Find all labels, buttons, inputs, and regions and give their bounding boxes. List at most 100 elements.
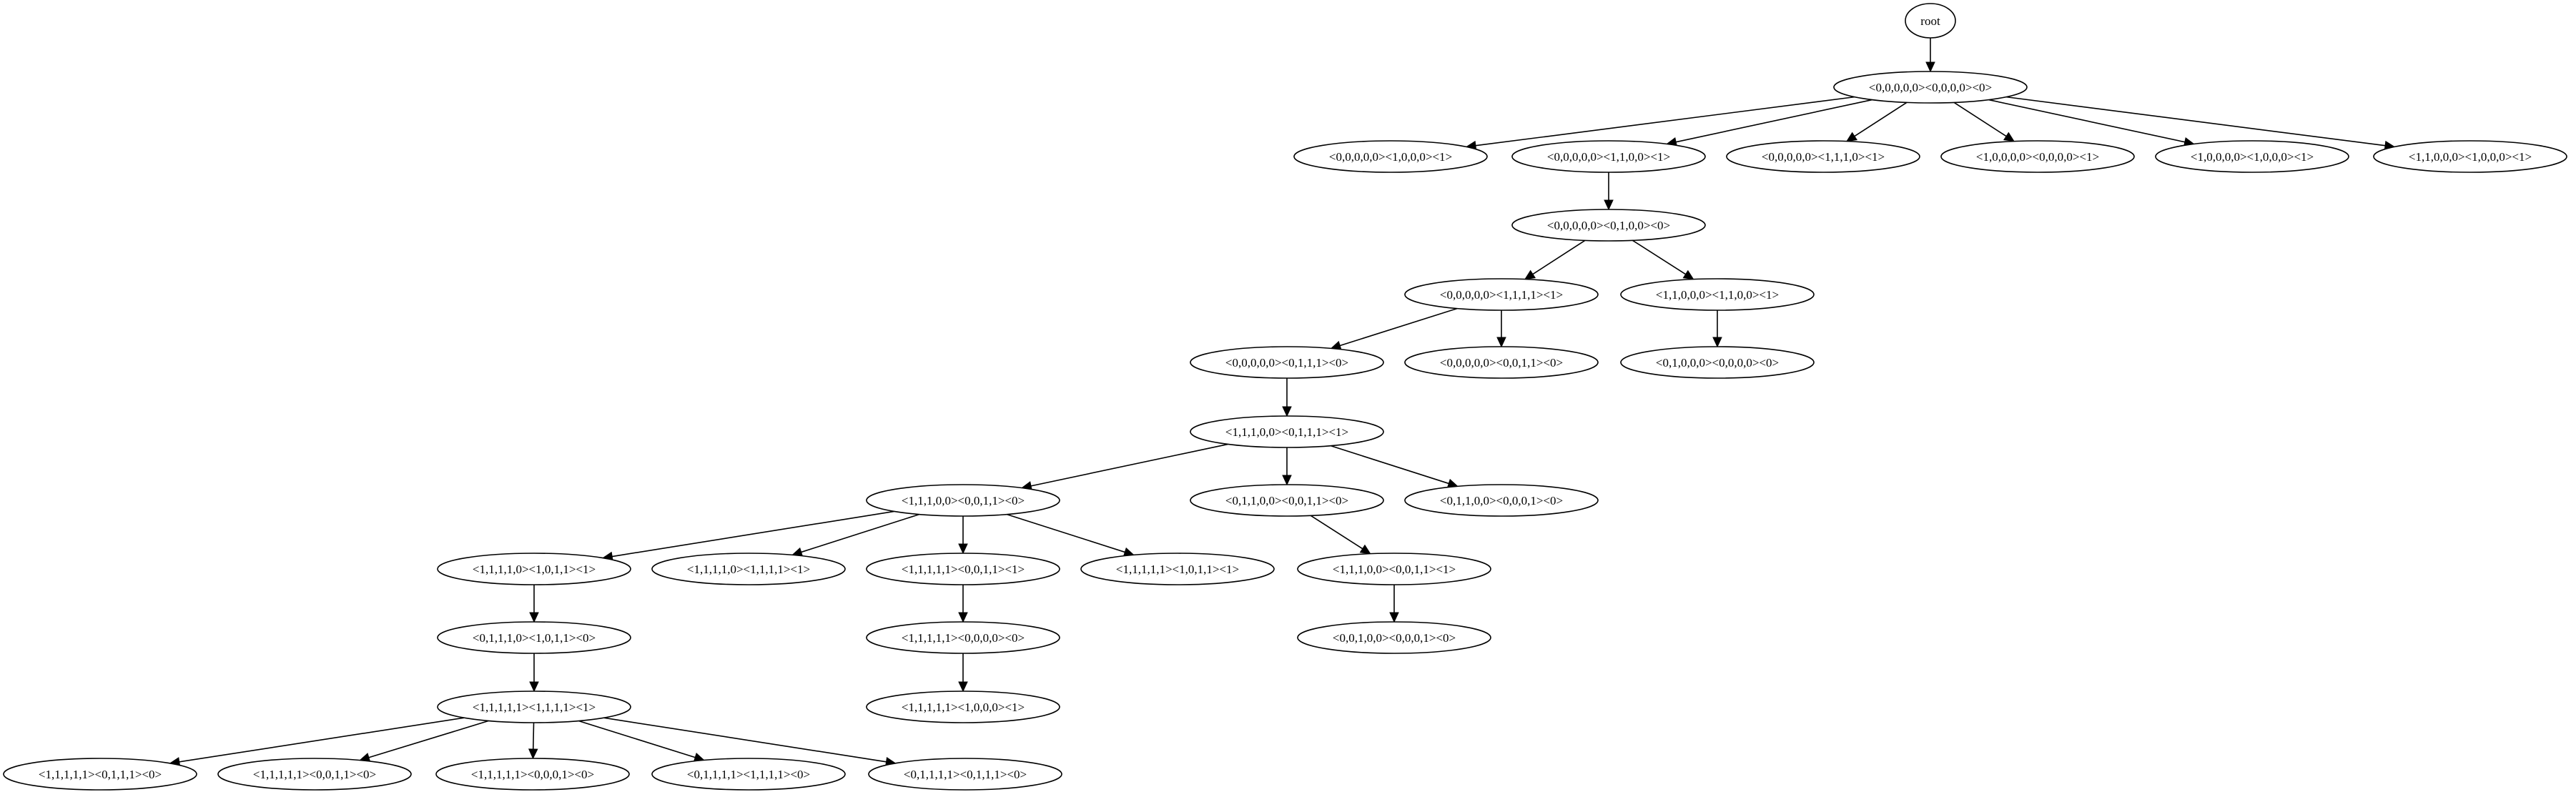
node-ellipse: [868, 758, 1062, 791]
tree-node-n2b: <0,0,0,0,0><1,1,0,0><1>: [1511, 140, 1706, 173]
edge-n1-n2a: [1475, 96, 1855, 147]
arrowhead-n6-n7b: [1282, 475, 1292, 486]
edge-n3-n4b: [1632, 239, 1687, 275]
arrowhead-n2b-n3: [1604, 199, 1614, 211]
tree-node-n11c: <1,1,1,1,1><0,0,0,1><0>: [435, 758, 630, 791]
edge-n6-n7c: [1331, 445, 1449, 485]
node-ellipse: [1190, 346, 1384, 379]
tree-node-root: root: [1905, 3, 1956, 39]
arrowhead-n1-n2d: [2003, 132, 2015, 142]
edge-n4a-n5a: [1339, 307, 1458, 347]
node-label: <0,0,0,0,0><0,1,1,1><0>: [1225, 356, 1348, 370]
node-label: <1,1,1,1,1><1,0,0,0><1>: [902, 701, 1025, 714]
edge-n7a-n8d: [1007, 513, 1125, 553]
node-ellipse: [651, 758, 846, 791]
tree-node-n8d: <1,1,1,1,1><1,0,1,1><1>: [1080, 553, 1275, 585]
node-ellipse: [437, 621, 631, 654]
node-ellipse: [437, 553, 631, 585]
node-ellipse: [1190, 484, 1384, 517]
tree-node-n9b: <1,1,1,1,1><0,0,0,0><0>: [866, 621, 1060, 654]
node-ellipse: [1404, 278, 1599, 311]
node-label: <1,1,0,0,0><1,1,0,0><1>: [1656, 288, 1779, 302]
node-label: <1,1,1,1,1><1,0,1,1><1>: [1116, 563, 1239, 576]
tree-node-n6: <1,1,1,0,0><0,1,1,1><1>: [1190, 415, 1384, 448]
node-ellipse: [1293, 140, 1488, 173]
edge-n10a-n11d: [578, 720, 696, 758]
node-label: <1,1,1,1,0><1,1,1,1><1>: [687, 563, 810, 576]
edge-n1-n2c: [1854, 102, 1908, 137]
tree-node-n9a: <0,1,1,1,0><1,0,1,1><0>: [437, 621, 631, 654]
tree-node-n8b: <1,1,1,1,0><1,1,1,1><1>: [651, 553, 846, 585]
node-label: <0,0,0,0,0><1,1,1,1><1>: [1440, 288, 1563, 302]
node-ellipse: [3, 758, 197, 791]
tree-node-n5b: <0,0,0,0,0><0,0,1,1><0>: [1404, 346, 1599, 379]
node-label: <0,1,1,0,0><0,0,1,1><0>: [1225, 494, 1348, 508]
edge-n7a-n8a: [612, 510, 894, 558]
edge-n10a-n11a: [179, 717, 465, 763]
edge-n1-n2d: [1953, 102, 2007, 137]
node-ellipse: [1833, 71, 2028, 104]
node-ellipse: [1080, 553, 1275, 585]
node-label: <0,1,1,1,0><1,0,1,1><0>: [473, 631, 596, 645]
node-label: <1,1,1,1,1><0,0,1,1><1>: [902, 563, 1025, 576]
arrowhead-n4b-n5c: [1712, 337, 1722, 348]
node-label: <1,1,1,1,1><0,0,1,1><0>: [253, 768, 376, 781]
node-ellipse: [866, 621, 1060, 654]
node-ellipse: [1190, 415, 1384, 448]
tree-node-n11d: <0,1,1,1,1><1,1,1,1><0>: [651, 758, 846, 791]
arrowhead-n1-n2c: [1845, 132, 1858, 142]
tree-node-n8c: <1,1,1,1,1><0,0,1,1><1>: [866, 553, 1060, 585]
node-label: <1,1,1,1,1><1,1,1,1><1>: [473, 701, 596, 714]
edge-n1-n2b: [1675, 99, 1872, 143]
node-ellipse: [866, 484, 1060, 517]
node-label: <0,0,0,0,0><0,0,1,1><0>: [1440, 356, 1563, 370]
node-ellipse: [1511, 140, 1706, 173]
arrowhead-n8c-n9b: [958, 612, 968, 623]
node-ellipse: [1404, 346, 1599, 379]
node-label: <0,0,0,0,0><1,0,0,0><1>: [1329, 150, 1452, 164]
edge-n10a-n11c: [532, 722, 535, 750]
tree-node-n1: <0,0,0,0,0><0,0,0,0><0>: [1833, 71, 2028, 104]
tree-node-n8e: <1,1,1,0,0><0,0,1,1><1>: [1297, 553, 1491, 585]
tree-node-n10a: <1,1,1,1,1><1,1,1,1><1>: [437, 690, 631, 723]
tree-node-n2d: <1,0,0,0,0><0,0,0,0><1>: [1940, 140, 2135, 173]
node-label: <0,0,0,0,0><1,1,0,0><1>: [1547, 150, 1670, 164]
node-label: <1,1,1,0,0><0,0,1,1><0>: [902, 494, 1025, 508]
node-label: <0,1,1,1,1><1,1,1,1><0>: [687, 768, 810, 781]
node-ellipse: [1297, 553, 1491, 585]
tree-node-n10b: <1,1,1,1,1><1,0,0,0><1>: [866, 690, 1060, 723]
node-label: <0,1,1,1,1><0,1,1,1><0>: [904, 768, 1027, 781]
tree-node-n11b: <1,1,1,1,1><0,0,1,1><0>: [217, 758, 412, 791]
node-label: <0,0,0,0,0><1,1,1,0><1>: [1762, 150, 1885, 164]
node-label: <1,1,1,1,1><0,1,1,1><0>: [39, 768, 162, 781]
edge-n10a-n11e: [603, 717, 887, 763]
node-layer: root <0,0,0,0,0><0,0,0,0><0> <0,0,0,0,0><1…: [3, 3, 2567, 791]
arrowhead-n4a-n5b: [1496, 337, 1506, 348]
arrowhead-n9a-n10a: [529, 681, 539, 693]
tree-node-n7a: <1,1,1,0,0><0,0,1,1><0>: [866, 484, 1060, 517]
node-ellipse: [2373, 140, 2567, 173]
edge-n10a-n11b: [368, 720, 489, 758]
tree-node-n3: <0,0,0,0,0><0,1,0,0><0>: [1511, 209, 1706, 242]
arrowhead-n8a-n9a: [529, 612, 539, 623]
edge-layer: [169, 38, 2396, 767]
tree-node-n2e: <1,0,0,0,0><1,0,0,0><1>: [2155, 140, 2349, 173]
node-label: <1,1,1,1,1><0,0,0,1><0>: [471, 768, 594, 781]
tree-node-n4b: <1,1,0,0,0><1,1,0,0><1>: [1620, 278, 1815, 311]
edge-n7a-n8b: [801, 513, 919, 553]
node-label: <1,0,0,0,0><0,0,0,0><1>: [1976, 150, 2099, 164]
tree-node-n4a: <0,0,0,0,0><1,1,1,1><1>: [1404, 278, 1599, 311]
tree-node-n8a: <1,1,1,1,0><1,0,1,1><1>: [437, 553, 631, 585]
edge-n1-n2f: [2005, 96, 2386, 147]
edge-n6-n7a: [1030, 443, 1228, 487]
node-ellipse: [1404, 484, 1599, 517]
arrowhead-n7b-n8e: [1359, 544, 1371, 555]
node-label: <1,1,1,1,0><1,0,1,1><1>: [473, 563, 596, 576]
arrowhead-n10a-n11c: [528, 748, 538, 760]
node-ellipse: [866, 553, 1060, 585]
arrowhead-n3-n4b: [1682, 269, 1694, 280]
node-ellipse: [217, 758, 412, 791]
node-ellipse: [866, 690, 1060, 723]
node-label: <0,0,0,0,0><0,1,0,0><0>: [1547, 219, 1670, 232]
